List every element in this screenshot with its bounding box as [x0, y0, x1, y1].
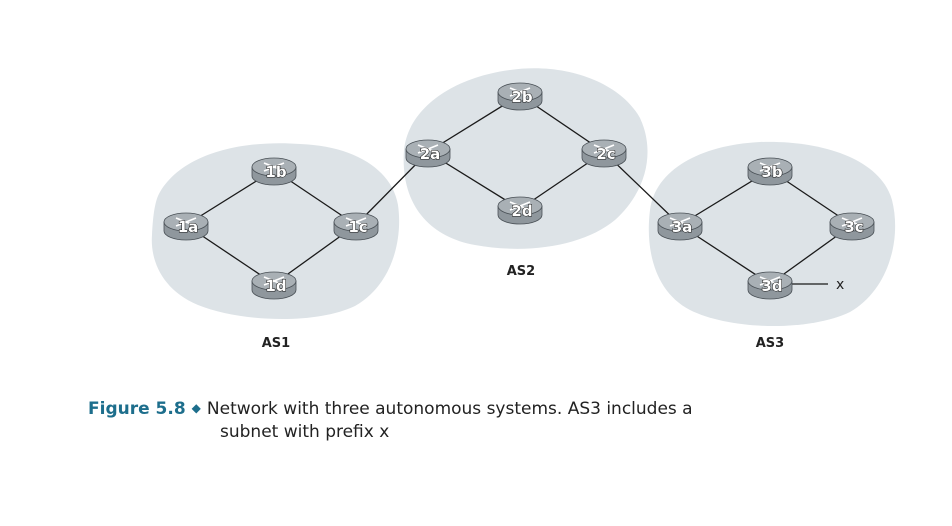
as-cloud-as3: [648, 141, 896, 327]
router-label: 3a: [672, 218, 693, 236]
router-1a: 1a: [163, 212, 209, 241]
router-2d: 2d: [497, 196, 543, 225]
router-arrows-icon: [417, 144, 439, 154]
router-label: 2c: [596, 145, 615, 163]
diamond-icon: ◆: [191, 401, 201, 415]
router-arrows-icon: [759, 276, 781, 286]
router-label: 3c: [844, 218, 863, 236]
router-3d: 3d: [747, 271, 793, 300]
router-label: 1c: [348, 218, 367, 236]
router-2b: 2b: [497, 82, 543, 111]
router-arrows-icon: [345, 217, 367, 227]
router-label: 1a: [178, 218, 199, 236]
caption-line-1: Network with three autonomous systems. A…: [206, 399, 693, 419]
as-cloud-as1: [151, 143, 400, 320]
routers: 1a 1b 1c 1d 2a 2b 2c 2d 3a 3b 3c 3d: [163, 82, 875, 300]
router-label: 2b: [511, 88, 532, 106]
router-3b: 3b: [747, 157, 793, 186]
router-arrows-icon: [263, 162, 285, 172]
router-arrows-icon: [509, 87, 531, 97]
router-arrows-icon: [841, 217, 863, 227]
router-arrows-icon: [175, 217, 197, 227]
router-arrows-icon: [759, 162, 781, 172]
as-clouds: [151, 68, 896, 327]
router-arrows-icon: [509, 201, 531, 211]
as-label-as2: AS2: [507, 264, 535, 279]
router-3c: 3c: [829, 212, 875, 241]
as-cloud-as2: [403, 68, 648, 249]
router-1d: 1d: [251, 271, 297, 300]
router-arrows-icon: [593, 144, 615, 154]
router-label: 3d: [761, 277, 782, 295]
router-1b: 1b: [251, 157, 297, 186]
router-2a: 2a: [405, 139, 451, 168]
router-1c: 1c: [333, 212, 379, 241]
router-label: 2d: [511, 202, 532, 220]
router-label: 1d: [265, 277, 286, 295]
figure-label: Figure 5.8: [88, 399, 186, 419]
caption-line-2: subnet with prefix x: [220, 422, 390, 442]
as-label-as3: AS3: [756, 336, 784, 351]
router-2c: 2c: [581, 139, 627, 168]
router-label: 1b: [265, 163, 286, 181]
router-label: 2a: [420, 145, 441, 163]
figure-caption: Figure 5.8 ◆ Network with three autonomous…: [88, 398, 788, 443]
router-3a: 3a: [657, 212, 703, 241]
subnet-label: x: [836, 277, 844, 293]
router-arrows-icon: [669, 217, 691, 227]
router-label: 3b: [761, 163, 782, 181]
as-label-as1: AS1: [262, 336, 290, 351]
router-arrows-icon: [263, 276, 285, 286]
